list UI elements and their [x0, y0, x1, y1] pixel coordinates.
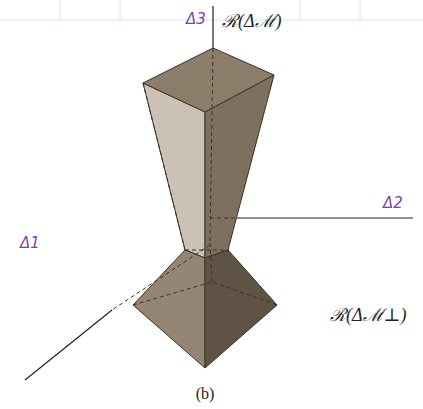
subspace-label: ℛ(Δℳ⊥): [330, 306, 406, 324]
axis-label: Δ1: [20, 236, 40, 251]
axis-label: Δ2: [383, 196, 403, 211]
subspace-label: ℛ(Δℳ): [222, 12, 282, 30]
axis-label: Δ3: [186, 12, 206, 27]
caption: (b): [196, 386, 215, 402]
